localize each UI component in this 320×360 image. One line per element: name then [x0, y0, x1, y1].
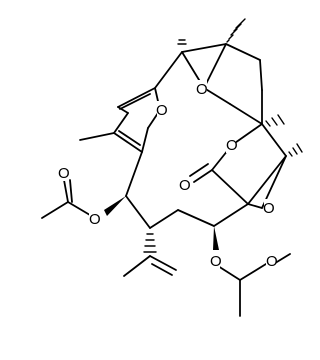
atom-labels: O O O O O O O O O	[58, 80, 278, 270]
hashed-bond-epoxide-h	[288, 143, 303, 157]
atom-o-acetate-left-carbonyl: O	[58, 165, 70, 182]
molecule-structure-diagram: O O O O O O O O O	[41, 18, 303, 317]
furan-ring	[79, 87, 161, 153]
atom-o-lactone-carbonyl: O	[179, 177, 191, 194]
atom-o-furan: O	[156, 102, 168, 119]
atom-o-acetate-left-ester: O	[89, 211, 101, 228]
hashed-bond-methyl-top	[226, 18, 246, 43]
atom-o-epoxide-top: O	[196, 81, 208, 98]
macrocycle-backbone	[125, 43, 263, 229]
lactone-ring	[189, 114, 303, 209]
atom-o-acetate-right-carbonyl: O	[266, 253, 278, 270]
atom-o-acetate-right-ester: O	[210, 253, 222, 270]
atom-o-epoxide-right: O	[263, 200, 275, 217]
hashed-bond-lactone-h	[265, 114, 285, 127]
top-epoxide	[177, 18, 246, 89]
hashed-bond-isopropenyl	[143, 233, 157, 253]
isopropenyl-group	[123, 233, 177, 277]
left-acetate-group	[41, 179, 126, 219]
right-acetate-group	[213, 226, 291, 317]
atom-o-lactone-ring: O	[226, 137, 238, 154]
hashed-bond-top-left	[177, 39, 187, 45]
